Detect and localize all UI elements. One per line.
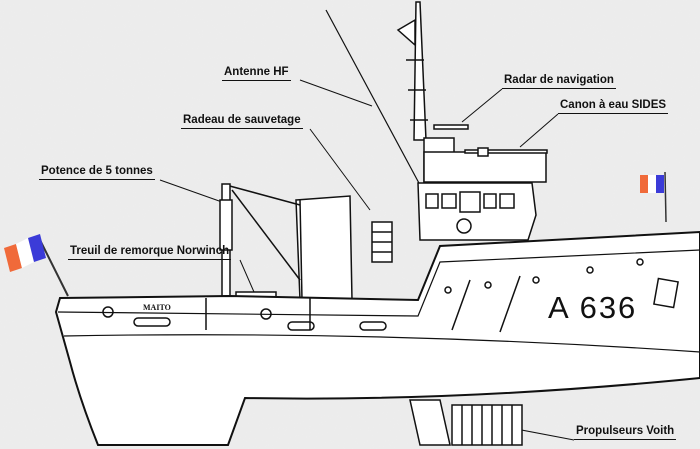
stern-flag [4, 234, 69, 297]
voith-propulsors [409, 399, 523, 446]
bridge [417, 137, 548, 241]
ship-name: MAITO [143, 303, 171, 312]
label-liferaft: Radeau de sauvetage [181, 114, 303, 129]
radar [433, 124, 469, 130]
hull [54, 230, 700, 446]
bow-flag [640, 171, 667, 223]
label-radar: Radar de navigation [502, 74, 616, 89]
hf-antenna [325, 9, 421, 186]
label-water-cannon: Canon à eau SIDES [558, 99, 669, 114]
pennant-number: A 636 [548, 290, 638, 325]
crane [219, 183, 301, 297]
label-winch: Treuil de remorque Norwinch [68, 245, 232, 260]
mast [396, 1, 428, 141]
label-propulsion: Propulseurs Voith [574, 425, 677, 440]
label-antenne-hf: Antenne HF [222, 66, 291, 81]
liferaft [371, 221, 393, 263]
label-crane: Potence de 5 tonnes [39, 165, 155, 180]
funnel [295, 195, 353, 301]
